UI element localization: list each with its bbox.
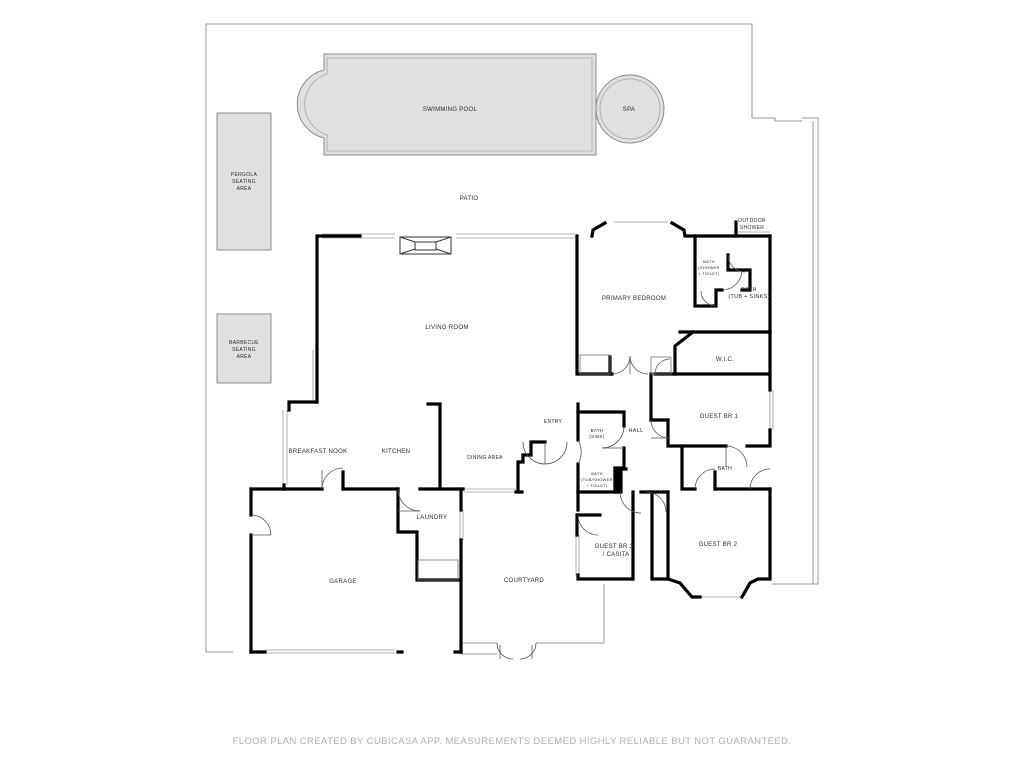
footer-disclaimer: FLOOR PLAN CREATED BY CUBICASA APP. MEAS… bbox=[232, 736, 792, 747]
label-living-room: LIVING ROOM bbox=[425, 325, 468, 331]
label-hall: HALL bbox=[629, 428, 644, 434]
label-entry: ENTRY bbox=[544, 419, 563, 425]
fixtures bbox=[417, 354, 672, 581]
label-bath-shower-3: + TOILET) bbox=[698, 271, 720, 276]
label-barbecue-3: AREA bbox=[237, 354, 252, 360]
lot-outline bbox=[205, 23, 819, 655]
windows bbox=[265, 221, 774, 654]
label-pergola-1: PERGOLA bbox=[231, 172, 258, 178]
label-pergola-2: SEATING bbox=[232, 179, 256, 185]
label-bath-small: BATH bbox=[718, 466, 732, 472]
label-bath-tub-sinks-2: (TUB + SINKS) bbox=[728, 294, 769, 300]
walls bbox=[249, 220, 772, 654]
label-pergola-3: AREA bbox=[237, 186, 252, 192]
swimming-pool bbox=[296, 53, 597, 156]
label-guest-br-3-2: / CASITA bbox=[603, 552, 630, 558]
label-garage: GARAGE bbox=[329, 579, 356, 585]
label-bath-tub-2: (TUB/SHOWER bbox=[581, 477, 613, 482]
room-labels: SWIMMING POOL SPA PERGOLA SEATING AREA P… bbox=[229, 107, 769, 585]
label-laundry: LAUNDRY bbox=[417, 515, 448, 521]
label-bath-tub-3: + TOILET) bbox=[586, 483, 608, 488]
label-swimming-pool: SWIMMING POOL bbox=[423, 107, 478, 113]
label-outdoor-shower-2: SHOWER bbox=[740, 225, 764, 231]
label-outdoor-shower-1: OUTDOOR bbox=[738, 218, 766, 224]
label-bath-sink-2: (SINK) bbox=[589, 434, 605, 439]
label-spa: SPA bbox=[623, 107, 635, 113]
label-barbecue-2: SEATING bbox=[232, 347, 256, 353]
label-barbecue-1: BARBECUE bbox=[229, 340, 259, 346]
label-bath-shower-2: (SHOWER bbox=[698, 265, 719, 270]
label-dining-area: DINING AREA bbox=[467, 455, 503, 461]
spa bbox=[595, 74, 665, 144]
label-guest-br-2: GUEST BR 2 bbox=[699, 542, 738, 548]
label-bath-sink-1: BATH bbox=[591, 428, 604, 433]
doors bbox=[250, 254, 771, 660]
fireplace bbox=[399, 236, 452, 255]
label-wic: W.I.C. bbox=[716, 357, 734, 363]
label-breakfast-nook: BREAKFAST NOOK bbox=[289, 449, 348, 455]
label-guest-br-3-1: GUEST BR 3 bbox=[595, 544, 634, 550]
label-courtyard: COURTYARD bbox=[504, 578, 545, 584]
label-bath-shower-1: BATH bbox=[703, 259, 715, 264]
label-bath-tub-sinks-1: BATH bbox=[741, 287, 756, 293]
pergola-seating-area bbox=[216, 112, 272, 251]
label-guest-br-1: GUEST BR 1 bbox=[700, 414, 739, 420]
label-patio: PATIO bbox=[460, 196, 479, 202]
label-kitchen: KITCHEN bbox=[382, 449, 410, 455]
label-primary-bedroom: PRIMARY BEDROOM bbox=[602, 296, 666, 302]
label-bath-tub-1: BATH bbox=[591, 471, 603, 476]
barbecue-seating-area bbox=[216, 313, 272, 384]
